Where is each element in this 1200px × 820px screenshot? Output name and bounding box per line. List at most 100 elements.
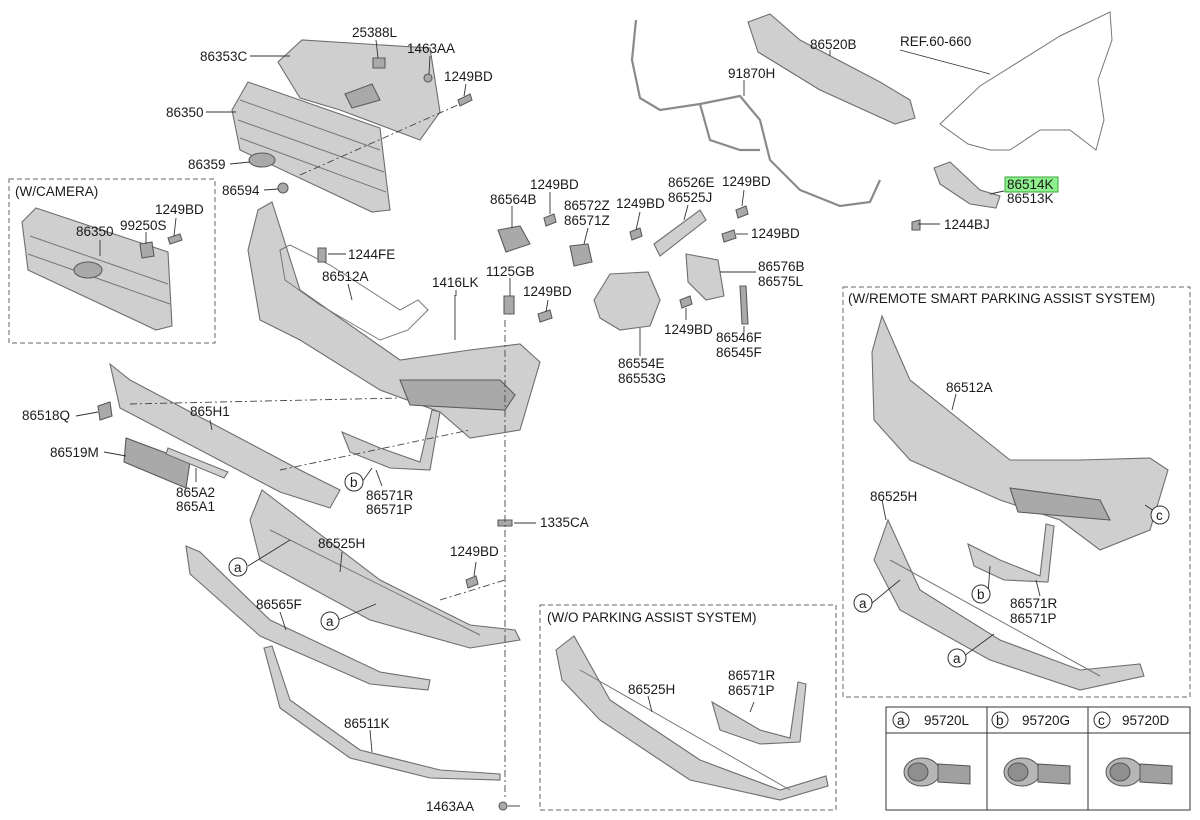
label-86565F[interactable]: 86565F — [256, 597, 302, 612]
label-86525J[interactable]: 86525J — [668, 190, 712, 205]
label-86512A[interactable]: 86512A — [322, 269, 369, 284]
dash-line-3 — [439, 579, 506, 601]
label-1249BD-d[interactable]: 1249BD — [616, 196, 665, 211]
svg-text:b: b — [977, 587, 985, 602]
remote-parking-section-box — [842, 286, 1191, 698]
label-86554E[interactable]: 86554E — [618, 356, 665, 371]
label-1244BJ[interactable]: 1244BJ — [944, 217, 990, 232]
energy-absorber-86520B — [747, 13, 916, 125]
label-camera-86350[interactable]: 86350 — [76, 224, 114, 239]
screw-1249BD-g — [679, 295, 693, 309]
label-1335CA[interactable]: 1335CA — [540, 515, 589, 530]
bracket-86514K — [933, 161, 1001, 209]
camera-emblem — [73, 261, 103, 279]
label-86519M[interactable]: 86519M — [50, 445, 99, 460]
radiator-grille-bar1 — [239, 99, 381, 151]
upper-grille-cover-slot — [344, 83, 381, 109]
label-no-parking-86571R[interactable]: 86571R — [728, 668, 776, 683]
label-86571R[interactable]: 86571R — [366, 488, 414, 503]
label-86572Z[interactable]: 86572Z — [564, 198, 610, 213]
label-99250S[interactable]: 99250S — [120, 218, 167, 233]
label-86359[interactable]: 86359 — [188, 157, 226, 172]
label-1249BD-e[interactable]: 1249BD — [722, 174, 771, 189]
label-86511K[interactable]: 86511K — [344, 716, 390, 731]
label-86518Q[interactable]: 86518Q — [22, 408, 70, 423]
label-1416LK[interactable]: 1416LK — [432, 275, 479, 290]
bracket-86526E — [653, 209, 707, 257]
label-86525H[interactable]: 86525H — [318, 536, 365, 551]
legend-part-b: 95720G — [1022, 713, 1070, 728]
label-1249BD-a[interactable]: 1249BD — [444, 69, 493, 84]
svg-text:a: a — [234, 560, 242, 575]
label-86553G[interactable]: 86553G — [618, 371, 666, 386]
label-1244FE[interactable]: 1244FE — [348, 247, 395, 262]
label-86520B[interactable]: 86520B — [810, 37, 857, 52]
dash-line-2 — [279, 429, 471, 471]
camera-section-box — [8, 178, 216, 344]
label-1463AA-top[interactable]: 1463AA — [407, 41, 455, 56]
label-1249BD-b[interactable]: 1249BD — [523, 284, 572, 299]
label-rsp-86571R[interactable]: 86571R — [1010, 596, 1058, 611]
wiring-harness-91870H — [630, 19, 882, 208]
bumper-garnish-865H1 — [109, 362, 341, 509]
legend-part-a: 95720L — [924, 713, 970, 728]
bracket-86518Q — [97, 401, 113, 421]
label-rsp-86512A[interactable]: 86512A — [946, 380, 993, 395]
label-86575L[interactable]: 86575L — [758, 274, 804, 289]
bolt-1125GB — [503, 295, 515, 315]
label-86576B[interactable]: 86576B — [758, 259, 805, 274]
label-86594[interactable]: 86594 — [222, 183, 260, 198]
label-86350[interactable]: 86350 — [166, 105, 204, 120]
svg-text:a: a — [859, 596, 867, 611]
label-86514K[interactable]: 86514K — [1007, 177, 1054, 192]
label-86546F[interactable]: 86546F — [716, 330, 762, 345]
screw-1244FE — [317, 247, 327, 263]
screw-1249BD-c — [543, 213, 557, 227]
parking-sensor-95720L — [903, 757, 971, 787]
strip-86546F — [739, 285, 749, 325]
clip-1335CA — [497, 519, 513, 527]
label-1249BD-h[interactable]: 1249BD — [450, 544, 499, 559]
screw-1249BD-e — [735, 205, 749, 219]
label-1249BD-c[interactable]: 1249BD — [530, 177, 579, 192]
label-86353C[interactable]: 86353C — [200, 49, 248, 64]
rsp-bumper-frame — [871, 314, 1169, 551]
plate-86519M — [123, 437, 191, 489]
label-1249BD-camera[interactable]: 1249BD — [155, 202, 204, 217]
label-1249BD-g[interactable]: 1249BD — [664, 322, 713, 337]
label-865H1[interactable]: 865H1 — [190, 404, 230, 419]
emblem — [248, 152, 276, 168]
leader-lines — [75, 39, 1161, 807]
rsp-lower-bumper-grid — [889, 559, 1101, 677]
label-86564B[interactable]: 86564B — [490, 192, 537, 207]
lower-bumper-grid — [269, 529, 481, 636]
label-1125GB[interactable]: 1125GB — [486, 264, 535, 279]
camera-section-title: (W/CAMERA) — [15, 184, 98, 199]
label-86513K[interactable]: 86513K — [1007, 191, 1054, 206]
rsp-corner-cover — [967, 523, 1055, 583]
screw-1244BJ — [911, 219, 921, 231]
label-1463AA-bottom[interactable]: 1463AA — [426, 799, 474, 814]
label-91870H[interactable]: 91870H — [728, 66, 775, 81]
label-rsp-86525H[interactable]: 86525H — [870, 489, 917, 504]
bumper-frame-beam — [399, 379, 516, 411]
label-865A2[interactable]: 865A2 — [176, 485, 215, 500]
screw-1249BD-low — [465, 575, 479, 589]
label-86545F[interactable]: 86545F — [716, 345, 762, 360]
label-86526E[interactable]: 86526E — [668, 175, 715, 190]
legend-table — [885, 706, 1191, 811]
label-rsp-86571P[interactable]: 86571P — [1010, 611, 1057, 626]
label-no-parking-86571P[interactable]: 86571P — [728, 683, 775, 698]
legend-callout-a-circle — [892, 711, 910, 729]
clip-1463AA-top — [423, 73, 433, 83]
label-no-parking-86525H[interactable]: 86525H — [628, 682, 675, 697]
label-1249BD-f[interactable]: 1249BD — [751, 226, 800, 241]
rsp-lower-bumper — [873, 518, 1145, 691]
label-86571Z[interactable]: 86571Z — [564, 213, 610, 228]
svg-text:a: a — [953, 651, 961, 666]
label-86571P[interactable]: 86571P — [366, 502, 413, 517]
label-25388L[interactable]: 25388L — [352, 25, 398, 40]
label-ref-60-660[interactable]: REF.60-660 — [900, 34, 971, 49]
label-865A1[interactable]: 865A1 — [176, 499, 215, 514]
